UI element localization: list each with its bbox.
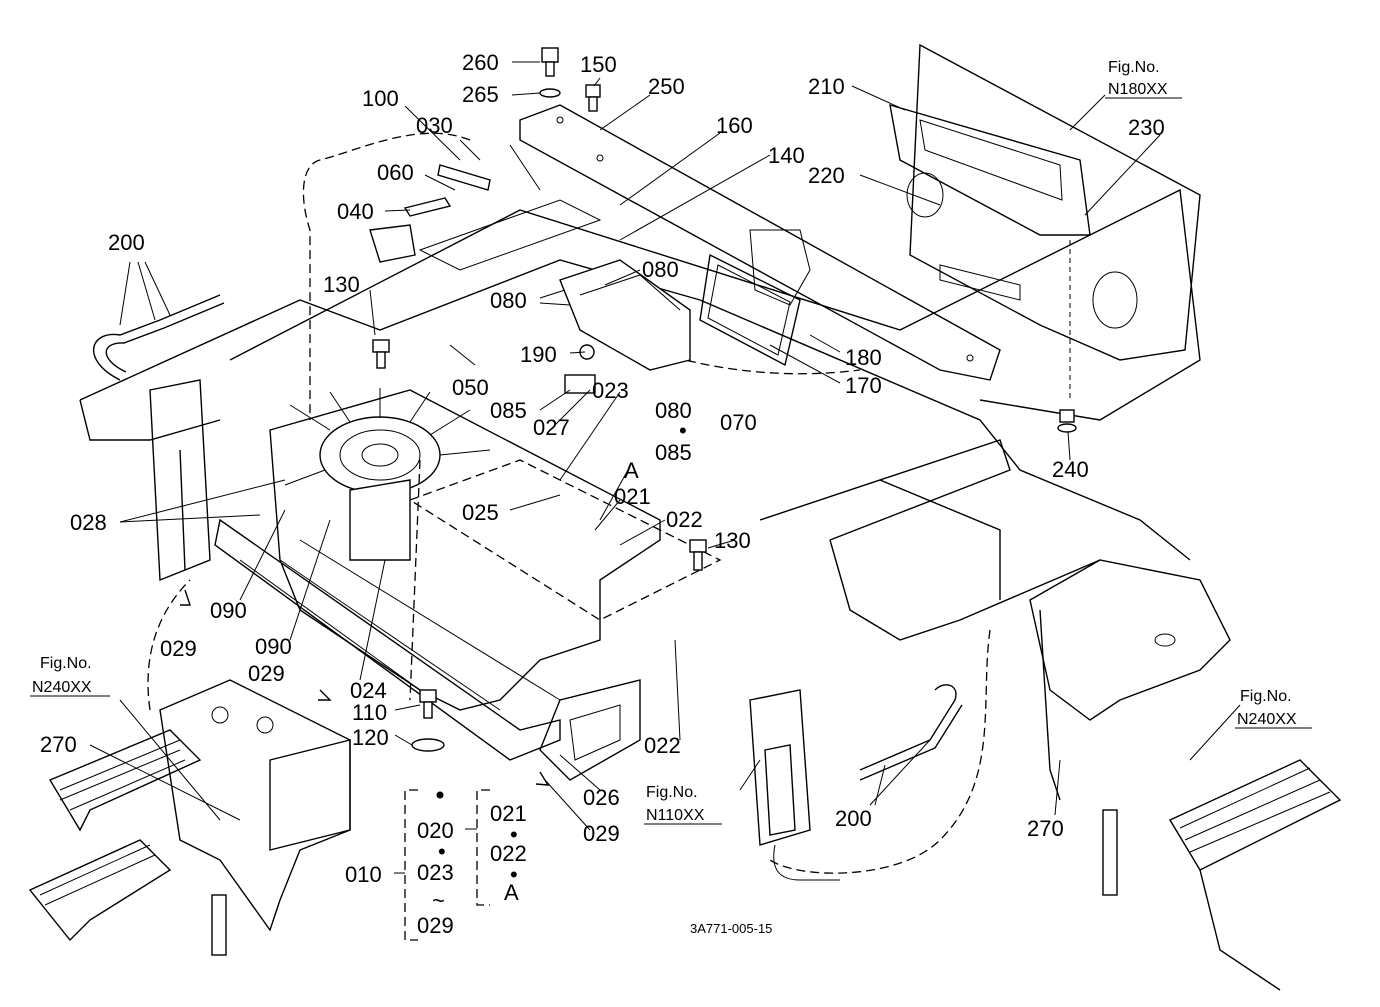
callout-210: 210 [808, 74, 845, 99]
wiring-harness-dashed [147, 132, 1071, 874]
callout-021-range: 021 [490, 801, 527, 826]
callout-110: 110 [352, 700, 387, 725]
range-dot-080-085: • [679, 418, 687, 443]
bolt-130-left [372, 339, 390, 369]
callout-265: 265 [462, 82, 499, 107]
figref-n240xx-left-line1: Fig.No. [40, 655, 92, 672]
figref-n240xx-right-line1: Fig.No. [1240, 688, 1292, 705]
long-bracket-250 [519, 104, 1001, 381]
center-post [749, 689, 840, 881]
left-step-assembly [28, 679, 351, 956]
callout-040: 040 [337, 199, 374, 224]
callout-080-mid: 080 [490, 288, 527, 313]
callout-027: 027 [533, 415, 570, 440]
callout-270-right: 270 [1027, 816, 1064, 841]
callout-080-bottom: 080 [655, 398, 692, 423]
range-dot-022-A: • [510, 862, 518, 887]
range-tilde-023-029: ~ [432, 888, 445, 913]
callout-022-top: 022 [666, 507, 703, 532]
callout-029-c: 029 [583, 821, 620, 846]
callout-023-range: 023 [417, 860, 454, 885]
lower-side-rail [214, 518, 641, 781]
callout-024: 024 [350, 678, 387, 703]
callout-085-left: 085 [490, 398, 527, 423]
hose-left [92, 294, 225, 381]
callout-A-range: A [504, 880, 519, 905]
bolt-150 [585, 84, 601, 112]
callout-085-right: 085 [655, 440, 692, 465]
clips-029 [180, 589, 550, 786]
callout-250: 250 [648, 74, 685, 99]
callout-160: 160 [716, 113, 753, 138]
window-frame [699, 253, 801, 367]
callout-021: 021 [614, 484, 651, 509]
callout-029-range: 029 [417, 913, 454, 938]
callout-028: 028 [70, 510, 107, 535]
callout-150: 150 [580, 52, 617, 77]
callout-220: 220 [808, 163, 845, 188]
callout-A-top: A [624, 458, 639, 483]
callout-200-left: 200 [108, 230, 145, 255]
figref-n110xx-line2: N110XX [646, 807, 705, 824]
range-dot-021-022: • [510, 822, 518, 847]
hose-right [859, 684, 963, 781]
assembly-bracket-010 [394, 789, 490, 941]
callout-080-top: 080 [642, 257, 679, 282]
callout-023: 023 [592, 378, 629, 403]
bolt-110 [411, 689, 445, 752]
callout-010: 010 [345, 862, 382, 887]
leader-lines [89, 61, 1241, 831]
callout-060: 060 [377, 160, 414, 185]
drawing-code: 3A771-005-15 [690, 921, 772, 936]
callout-100: 100 [362, 86, 399, 111]
callout-260: 260 [462, 50, 499, 75]
callout-170: 170 [845, 373, 882, 398]
callout-140: 140 [768, 143, 805, 168]
callout-090-b: 090 [255, 634, 292, 659]
figref-n240xx-right-line2: N240XX [1237, 711, 1297, 728]
callout-030: 030 [416, 113, 453, 138]
fuel-tank-body [269, 388, 722, 711]
rear-cover-panel [889, 43, 1201, 361]
figref-n180xx-line2: N180XX [1108, 81, 1168, 98]
callout-020: 020 [417, 818, 454, 843]
callout-130-right: 130 [714, 528, 751, 553]
bolt-240 [1057, 409, 1077, 433]
figref-n240xx-left-line2: N240XX [32, 679, 92, 696]
rear-frame-outline [79, 188, 1201, 641]
callout-180: 180 [845, 345, 882, 370]
right-step-assembly [1029, 559, 1342, 991]
figref-n180xx-line1: Fig.No. [1108, 59, 1160, 76]
callout-200-right: 200 [835, 806, 872, 831]
switch-cluster [559, 259, 691, 394]
callout-026: 026 [583, 785, 620, 810]
callout-120: 120 [352, 725, 389, 750]
bolt-130-right [689, 539, 707, 571]
figure-references: Fig.No. N180XX Fig.No. N240XX Fig.No. N2… [30, 59, 1312, 825]
callout-022-bottom: 022 [644, 733, 681, 758]
bolt-260 [539, 47, 561, 98]
callout-090-a: 090 [210, 598, 247, 623]
range-dot-020-023: • [438, 839, 446, 864]
callout-029-a: 029 [160, 636, 197, 661]
callout-190: 190 [520, 342, 557, 367]
callout-230: 230 [1128, 115, 1165, 140]
callout-029-b: 029 [248, 661, 285, 686]
callout-270-left: 270 [40, 732, 77, 757]
callout-070: 070 [720, 410, 757, 435]
callout-240: 240 [1052, 457, 1089, 482]
upper-left-hardware [369, 144, 541, 263]
left-post [149, 379, 211, 582]
figref-n110xx-line1: Fig.No. [646, 784, 698, 801]
callout-130-left: 130 [323, 272, 360, 297]
callout-050: 050 [452, 375, 489, 400]
callout-025: 025 [462, 500, 499, 525]
callout-labels: 260 265 150 250 210 230 220 160 140 100 … [40, 50, 1165, 938]
callout-022-range: 022 [490, 841, 527, 866]
